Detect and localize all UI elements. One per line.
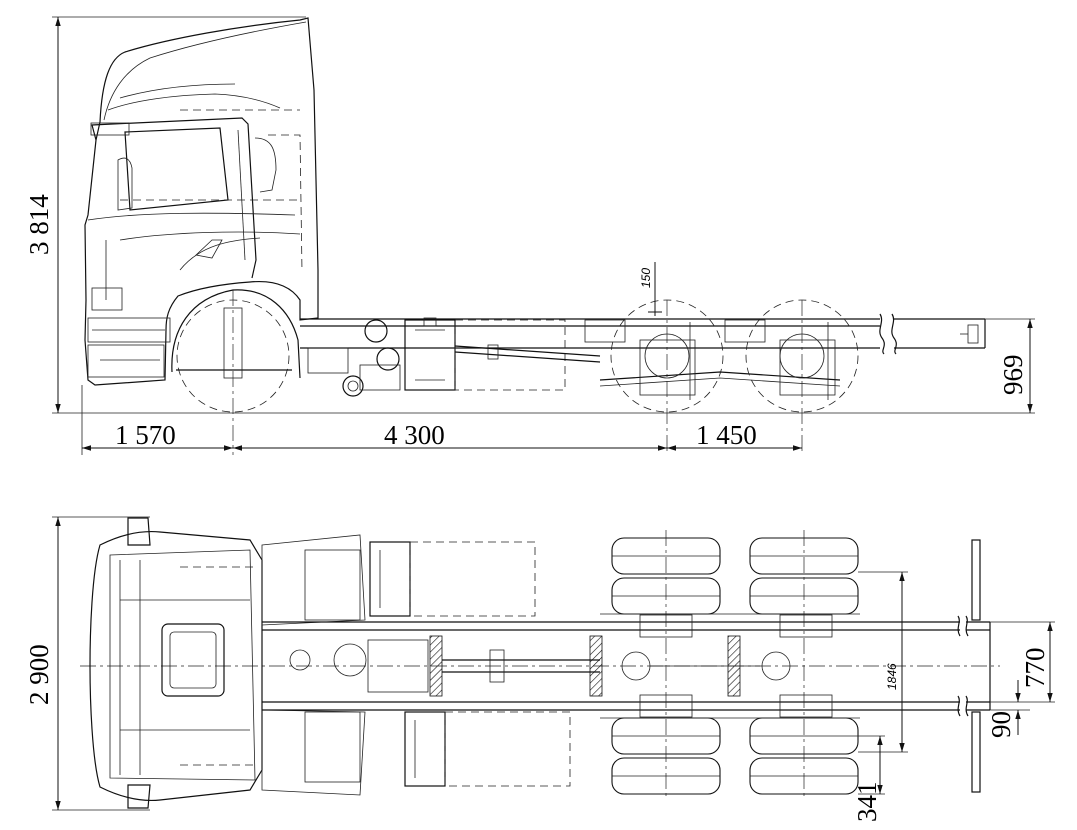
rear-wheel-1-side xyxy=(610,299,724,455)
dim-rail: 90 xyxy=(986,680,1030,738)
dim-tandem-label: 1 450 xyxy=(696,420,757,450)
dim-tyre-offset: 341 xyxy=(852,735,885,823)
rear-tyres-top xyxy=(600,530,860,800)
rear-wheel-2-side xyxy=(745,299,859,455)
frame-rails-top xyxy=(262,539,991,793)
dim-tyre-offset-label: 341 xyxy=(852,782,882,823)
dim-wheelbase-label: 4 300 xyxy=(384,420,445,450)
dim-track-label: 1846 xyxy=(885,663,899,690)
front-axle-top xyxy=(261,534,367,796)
cab-side xyxy=(84,17,319,386)
dim-150: 150 xyxy=(639,262,662,327)
dim-frame-height: 969 xyxy=(985,318,1035,413)
dim-overall-width-label: 2 900 xyxy=(24,644,54,705)
dim-frame-width-label: 770 xyxy=(1020,648,1050,689)
dim-track: 1846 xyxy=(858,571,908,753)
dim-frame-height-label: 969 xyxy=(998,355,1028,396)
dim-rail-label: 90 xyxy=(986,711,1016,738)
dim-overall-height: 3 814 xyxy=(24,16,306,413)
cab-top xyxy=(89,517,263,809)
dim-overall-height-label: 3 814 xyxy=(24,194,54,255)
front-wheel-side xyxy=(171,289,301,455)
dim-150-label: 150 xyxy=(639,268,653,288)
side-view: 150 3 814 969 1 570 4 300 1 450 xyxy=(24,16,1035,455)
dim-overall-width: 2 900 xyxy=(24,516,150,811)
top-view: 1846 2 900 770 90 341 xyxy=(24,516,1055,823)
dim-frame-width: 770 xyxy=(990,621,1055,703)
fuel-tanks-top xyxy=(369,541,571,787)
chassis-side xyxy=(300,313,986,400)
dim-front-overhang-label: 1 570 xyxy=(115,420,176,450)
dim-horizontal-row: 1 570 4 300 1 450 xyxy=(81,385,802,455)
